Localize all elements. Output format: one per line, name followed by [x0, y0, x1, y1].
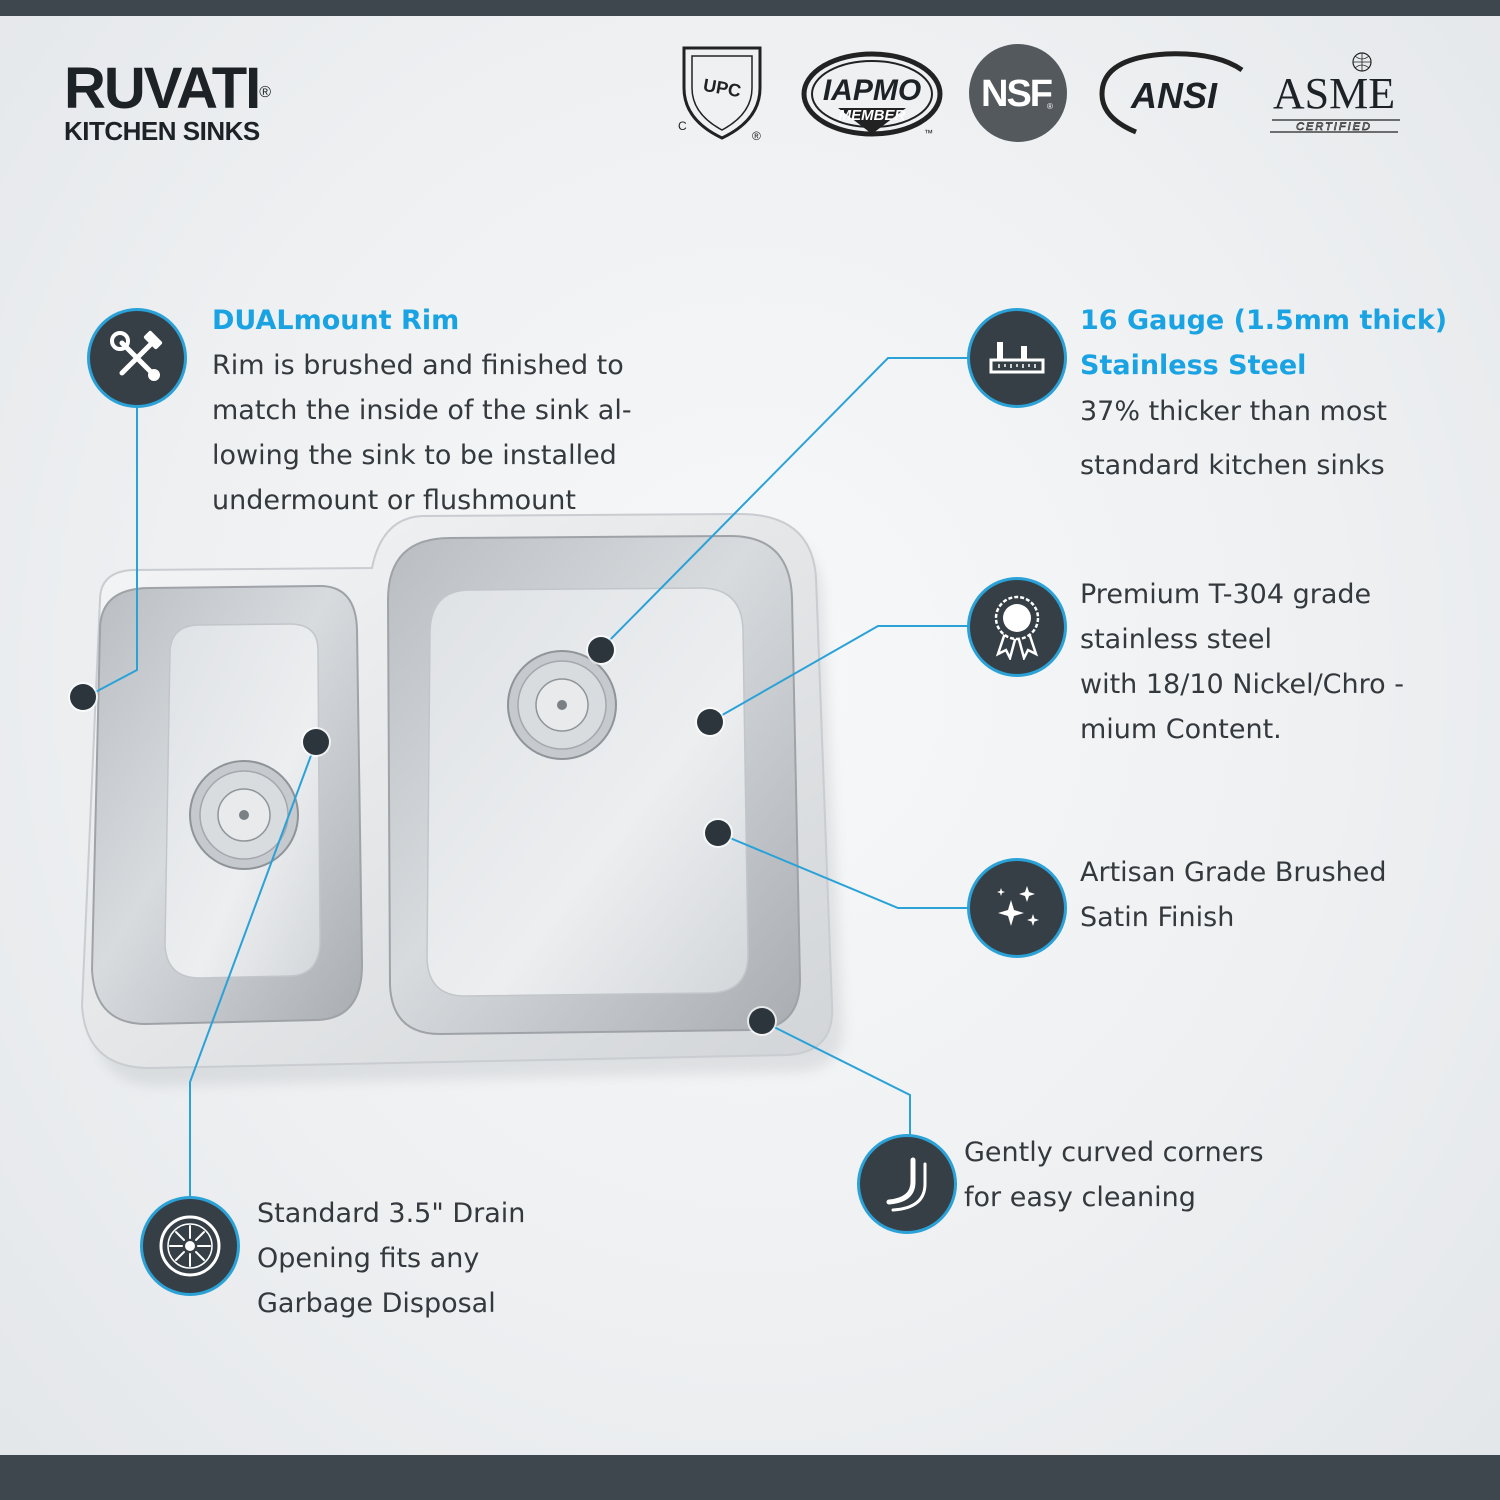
- brand-name: RUVATI®: [64, 56, 272, 121]
- gauge-feature-line: 37% thicker than most: [1080, 396, 1388, 427]
- gauge-feature-title: Stainless Steel: [1080, 350, 1307, 381]
- dualmount-feature-line: match the inside of the sink al-: [212, 395, 632, 426]
- dualmount-feature-line: Rim is brushed and finished to: [212, 350, 624, 381]
- callout-line-gauge: [599, 357, 968, 651]
- drain-icon: [159, 1215, 221, 1277]
- gauge-feature-icon: [970, 311, 1064, 405]
- svg-text:MEMBER: MEMBER: [839, 107, 906, 124]
- corners-feature-line: Gently curved corners: [964, 1137, 1264, 1168]
- bottom-bar: [0, 1455, 1500, 1500]
- grade-feature-line: mium Content.: [1080, 714, 1282, 745]
- svg-text:®: ®: [1047, 102, 1053, 111]
- dualmount-feature-line: undermount or flushmount: [212, 485, 576, 516]
- caliper-icon: [989, 342, 1045, 374]
- callout-dot-finish: [705, 820, 731, 846]
- callout-dot-dualmount: [70, 684, 96, 710]
- svg-text:IAPMO: IAPMO: [823, 74, 921, 107]
- drain-feature: Standard 3.5" Drain Opening fits any Gar…: [257, 1191, 525, 1326]
- sparkles-icon: [997, 886, 1039, 926]
- callout-dot-grade: [697, 709, 723, 735]
- drain-feature-line: Opening fits any: [257, 1243, 480, 1274]
- gauge-feature: 16 Gauge (1.5mm thick) Stainless Steel 3…: [1080, 298, 1447, 488]
- gauge-feature-line: standard kitchen sinks: [1080, 450, 1385, 481]
- drain-feature-icon: [143, 1199, 237, 1293]
- dualmount-feature-title: DUALmount Rim: [212, 305, 460, 336]
- callout-line-finish: [717, 832, 968, 909]
- svg-text:ASME: ASME: [1273, 69, 1395, 118]
- upc-certification-logo: UPC C ®: [678, 46, 762, 143]
- iapmo-member-logo: IAPMO MEMBER ™: [801, 51, 943, 138]
- callout-line-drain: [189, 741, 317, 1198]
- dualmount-feature: DUALmount Rim Rim is brushed and finishe…: [212, 298, 632, 523]
- grade-feature-line: stainless steel: [1080, 624, 1273, 655]
- corners-feature: Gently curved corners for easy cleaning: [964, 1130, 1264, 1220]
- ansi-certification-logo: ANSI: [1099, 51, 1244, 135]
- callout-dot-drain: [303, 729, 329, 755]
- callout-line-grade: [709, 625, 968, 723]
- grade-feature-icon: [970, 580, 1064, 674]
- drain-feature-line: Standard 3.5" Drain: [257, 1198, 526, 1229]
- curved-corner-icon: [886, 1157, 927, 1212]
- corners-feature-line: for easy cleaning: [964, 1182, 1196, 1213]
- brand-logo: RUVATI® KITCHEN SINKS: [64, 56, 272, 147]
- finish-feature-icon: [970, 861, 1064, 955]
- drain-feature-line: Garbage Disposal: [257, 1288, 496, 1319]
- asme-certified-logo: ASME CERTIFIED: [1270, 52, 1400, 133]
- dualmount-feature-line: lowing the sink to be installed: [212, 440, 617, 471]
- award-ribbon-icon: [994, 595, 1040, 660]
- callout-line-corners: [761, 1020, 911, 1136]
- corners-feature-icon: [860, 1137, 954, 1231]
- svg-text:C: C: [678, 119, 687, 133]
- callout-dot-corners: [749, 1008, 775, 1034]
- svg-text:NSF: NSF: [981, 73, 1052, 115]
- svg-text:®: ®: [752, 129, 761, 143]
- svg-text:™: ™: [924, 128, 933, 138]
- brand-subtitle: KITCHEN SINKS: [64, 116, 260, 146]
- top-bar: [0, 0, 1500, 16]
- finish-feature-line: Satin Finish: [1080, 902, 1235, 933]
- dualmount-feature-icon: [90, 311, 184, 405]
- grade-feature-line: Premium T-304 grade: [1080, 579, 1372, 610]
- tools-icon: [110, 330, 163, 381]
- callout-dot-gauge: [588, 637, 614, 663]
- finish-feature: Artisan Grade Brushed Satin Finish: [1080, 850, 1387, 940]
- svg-text:ANSI: ANSI: [1130, 75, 1218, 116]
- grade-feature: Premium T-304 grade stainless steel with…: [1080, 572, 1404, 752]
- callout-line-dualmount: [85, 406, 138, 698]
- finish-feature-line: Artisan Grade Brushed: [1080, 857, 1387, 888]
- nsf-certification-logo: NSF ®: [969, 44, 1067, 142]
- svg-text:CERTIFIED: CERTIFIED: [1296, 121, 1372, 133]
- grade-feature-line: with 18/10 Nickel/Chro -: [1080, 669, 1404, 700]
- gauge-feature-title: 16 Gauge (1.5mm thick): [1080, 305, 1448, 336]
